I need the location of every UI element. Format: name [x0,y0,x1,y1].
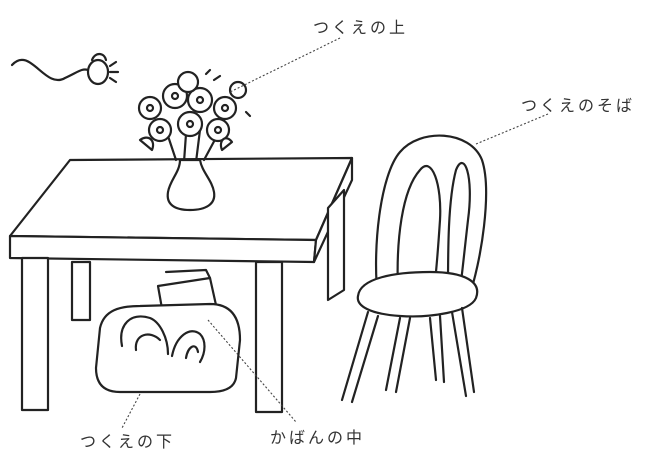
leader-beside-desk [476,114,548,144]
leader-on-desk [230,38,340,92]
leader-under-desk [122,394,140,428]
desk [10,158,352,412]
label-in-bag: かばんの中 [270,428,366,447]
flower-bouquet [139,70,250,150]
label-on-desk: つくえの上 [313,18,409,37]
chair [342,136,486,402]
bee-icon [12,54,118,84]
vase-with-flowers [139,70,250,210]
label-beside-desk: つくえのそば [521,96,636,115]
leader-in-bag [208,320,296,422]
label-under-desk: つくえの下 [80,432,176,451]
bag [96,270,240,392]
